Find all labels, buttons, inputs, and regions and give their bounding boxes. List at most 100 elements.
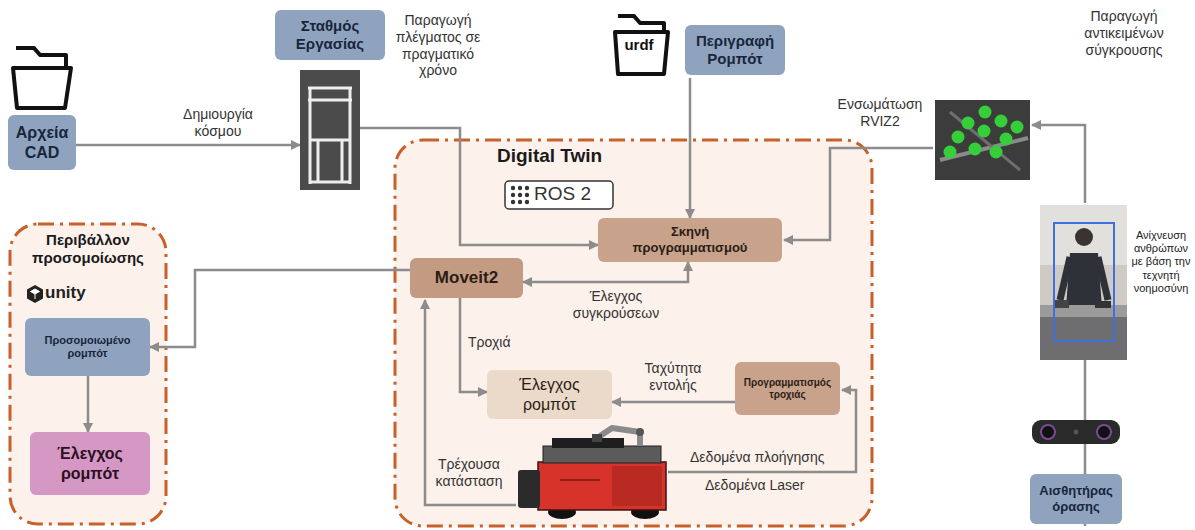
mobile-robot [518, 428, 666, 519]
collision-spheres-image [1000, 133, 1013, 146]
flow-label: Τρέχουσα κατάσταση [430, 456, 508, 490]
node-text: Σκηνή προγραμματισμού [620, 224, 760, 255]
robot-description-figure [618, 16, 664, 32]
label-slot: Δεδομένα Laser [705, 477, 835, 494]
mobile-robot [560, 479, 600, 481]
ros2-logo [518, 200, 522, 204]
unity-logo [27, 285, 43, 303]
node-text: Προσομοιωμένο ρομπότ [29, 334, 146, 360]
node-text: Προγραμματισμός τροχιάς [739, 377, 836, 401]
robot-control-box: Έλεγχος ρομπότ [30, 432, 150, 495]
region-outline [395, 140, 872, 526]
mobile-robot [552, 438, 624, 448]
ros2-logo [505, 181, 613, 209]
connector-arrow [689, 78, 692, 218]
label-slot: Δεδομένα πλοήγησης [690, 449, 840, 466]
sensor-label: Αισθητήρας όρασης [1030, 474, 1122, 524]
node-text: Αρχεία CAD [12, 123, 72, 161]
node-text: Ανίχνευση ανθρώπων με βάση την τεχνητή ν… [1129, 229, 1193, 295]
connector-arrow [87, 376, 90, 432]
label-slot: Παραγωγή πλέγματος σε πραγματικό χρόνο [390, 12, 486, 79]
ros2-logo [505, 181, 613, 209]
label-slot: ROS 2 [534, 183, 604, 206]
unity-logo [27, 285, 43, 303]
vision-sensor-figure [1074, 430, 1079, 435]
mobile-robot [636, 428, 644, 436]
edge-label-slot: Τροχιά [468, 334, 528, 351]
collision-spheres-image [1011, 121, 1024, 134]
human-detection-image-figure [1040, 205, 1127, 360]
ros2-logo [511, 200, 515, 204]
collision-spheres-image [952, 131, 965, 144]
connector-arrow [612, 401, 735, 404]
sim-robot-box: Προσομοιωμένο ρομπότ [25, 318, 150, 376]
collision-spheres-image [979, 106, 992, 119]
connector-arrow [150, 270, 410, 347]
collision-spheres-image [935, 100, 1030, 180]
collision-spheres-image [950, 112, 1020, 170]
human-detection-image-figure [1060, 257, 1108, 300]
workstation-mesh: Σταθμός Εργασίας [300, 70, 360, 190]
planning-scene-box: Σκηνή προγραμματισμού [598, 218, 782, 262]
simulation-region: Προσομοιωμένο ρομπότΈλεγχος ρομπότ Περιβά… [10, 224, 166, 524]
node-text: Moveit2 [435, 268, 498, 288]
collision-spheres-image [995, 115, 1008, 128]
ros2-logo [525, 200, 529, 204]
edge-label: Ταχύτητα εντολής [627, 360, 719, 394]
region-outline [10, 224, 166, 524]
description-label: Περιγραφή Ρομπότ [685, 25, 785, 75]
mobile-robot [600, 428, 640, 446]
label-slot: Τρέχουσα κατάσταση [430, 456, 508, 490]
workstation-mesh-figure [308, 88, 352, 184]
vision-sensor-figure [1032, 420, 1120, 444]
collision-note: Παραγωγή αντικειμένων σύγκρουσης [1058, 8, 1190, 58]
vision-sensor-figure [1041, 425, 1055, 439]
flow-label: Δεδομένα πλοήγησης [690, 449, 840, 466]
collision-spheres-image [978, 125, 991, 138]
detection-caption: Ανίχνευση ανθρώπων με βάση την τεχνητή ν… [1129, 229, 1193, 339]
cad-files-icon-figure [16, 48, 66, 68]
edge-label-slot: Ταχύτητα εντολής [627, 360, 719, 394]
workstation-mesh-figure [300, 70, 360, 190]
ros2-logo [511, 186, 515, 190]
mobile-robot [612, 466, 662, 506]
vision-sensor-figure [1097, 425, 1111, 439]
ros2-logo [518, 186, 522, 190]
mobile-robot [538, 462, 666, 510]
edge-label: Τροχιά [468, 334, 528, 351]
moveit-box: Moveit2 [410, 258, 523, 298]
mobile-robot [518, 470, 540, 508]
mesh-note: Παραγωγή πλέγματος σε πραγματικό χρόνο [390, 12, 486, 79]
human-detection-image-figure [1040, 205, 1127, 360]
label-slot: urdf [614, 36, 664, 54]
human-detection-image-figure [1095, 301, 1111, 308]
ros2-logo [518, 193, 522, 197]
edge-label-slot: Έλεγχος συγκρούσεων [560, 288, 672, 322]
collision-spheres-image [969, 143, 982, 156]
region-title: Περιβάλλον προσομοίωσης [14, 231, 162, 267]
cad-files-icon: Αρχεία CAD [8, 38, 76, 170]
region-title: Digital Twin [497, 145, 697, 168]
connector-arrow [523, 262, 688, 282]
human-detection-image: Ανίχνευση ανθρώπων με βάση την τεχνητή ν… [1040, 205, 1127, 360]
unity-logo [31, 289, 40, 299]
robot-description-figure [615, 32, 668, 74]
node-text: Περιγραφή Ρομπότ [689, 32, 781, 68]
node-text: Σταθμός Εργασίας [279, 17, 381, 53]
region-title-text: Περιβάλλον προσομοίωσης [14, 231, 162, 267]
edge-label: Έλεγχος συγκρούσεων [560, 288, 672, 322]
collision-spheres-image [944, 146, 957, 159]
human-detection-image-figure [1055, 300, 1069, 308]
region-title-text: Digital Twin [497, 145, 697, 168]
data-flow-line [425, 125, 1085, 505]
workstation-mesh-figure [300, 70, 360, 190]
logo-text: unity [45, 283, 115, 303]
integration-note: Ενσωμάτωση RVIZ2 [830, 96, 930, 130]
node-text: Αισθητήρας όρασης [1034, 483, 1118, 514]
file-label: Αρχεία CAD [8, 115, 76, 170]
collision-spheres-image [962, 117, 975, 130]
ros2-logo [511, 193, 515, 197]
vision-sensor: Αισθητήρας όρασης [1030, 412, 1122, 526]
mobile-robot [543, 446, 661, 463]
collision-spheres-image [990, 146, 1003, 159]
